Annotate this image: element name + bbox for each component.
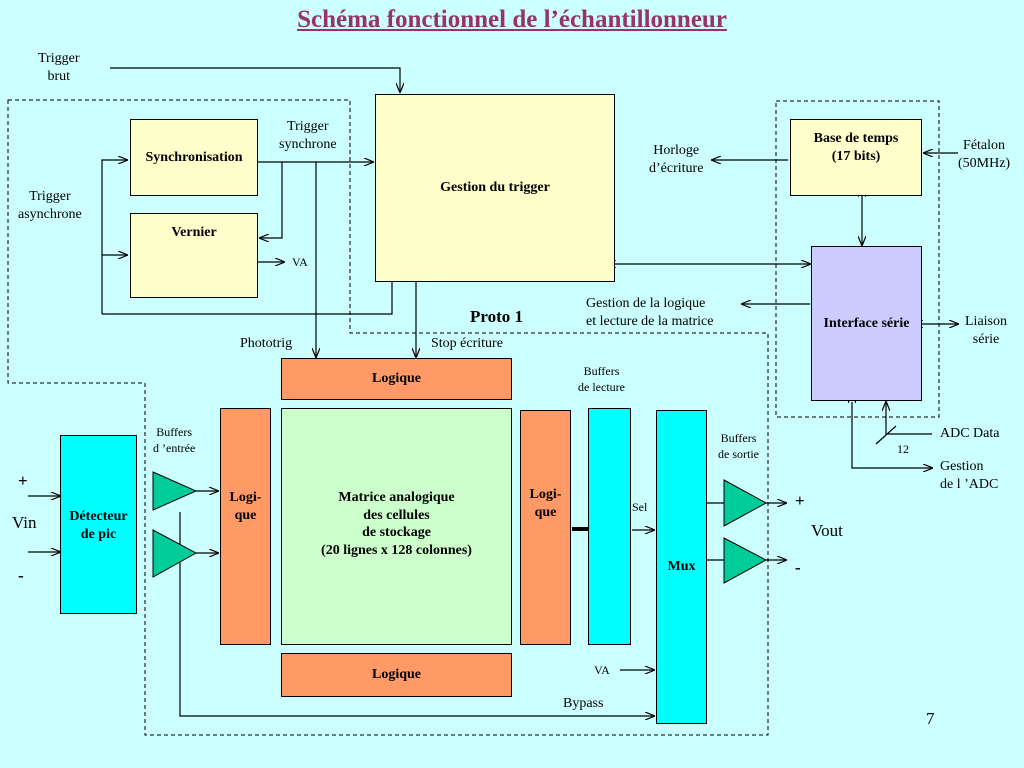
logic-top-block: Logique: [281, 358, 512, 400]
input-buffers-label: Buffers d ’entrée: [153, 425, 196, 455]
vin-plus-label: +: [18, 471, 28, 490]
vin-label: Vin: [12, 513, 37, 532]
adc-management-label: Gestion de l ’ADC: [940, 459, 999, 493]
bypass-label: Bypass: [563, 696, 604, 711]
vernier-block: Vernier: [130, 213, 258, 298]
analog-matrix-label: Matrice analogique des cellules de stock…: [321, 490, 472, 558]
trigger-management-block: Gestion du trigger: [375, 94, 615, 282]
serial-link-label: Liaison série: [965, 314, 1007, 348]
vernier-va-label: VA: [292, 255, 308, 269]
mux-va-label: VA: [594, 663, 610, 677]
trigger-asynchrone-label: Trigger asynchrone: [18, 189, 82, 223]
read-buffers-label: Buffers de lecture: [578, 364, 625, 394]
synchronisation-block: Synchronisation: [130, 119, 258, 196]
vout-plus-label: +: [795, 491, 805, 510]
page-title: Schéma fonctionnel de l’échantillonneur: [297, 6, 727, 33]
phototrig-label: Phototrig: [240, 336, 293, 351]
output-buffers-label: Buffers de sortie: [718, 431, 759, 461]
serial-interface-block: Interface série: [811, 246, 922, 401]
trigger-brut-label: Trigger brut: [38, 51, 80, 85]
analog-matrix-block: Matrice analogique des cellules de stock…: [281, 408, 512, 645]
bus-width-label: 12: [897, 442, 909, 456]
logic-right-label: Logi- que: [529, 487, 562, 520]
control-section-boundary: [7, 99, 769, 736]
page-number: 7: [926, 709, 935, 728]
peak-detector-block: Détecteur de pic: [60, 435, 137, 614]
logic-bottom-label: Logique: [371, 667, 421, 683]
proto-label: Proto 1: [470, 307, 524, 326]
stop-write-label: Stop écriture: [431, 336, 503, 351]
peak-detector-label: Détecteur de pic: [69, 509, 128, 542]
logic-management-label: Gestion de la logique et lecture de la m…: [586, 296, 714, 330]
read-buffers-block: [588, 408, 631, 645]
logic-left-block: Logi- que: [220, 408, 271, 645]
logic-right-block: Logi- que: [520, 410, 571, 645]
vout-minus-label: -: [795, 558, 801, 577]
logic-left-label: Logi- que: [229, 490, 262, 523]
vin-minus-label: -: [18, 566, 24, 585]
sel-label: Sel: [632, 500, 648, 514]
input-buffer-2: [152, 529, 198, 578]
trigger-synchrone-label: Trigger synchrone: [279, 119, 337, 153]
mux-block: Mux: [656, 410, 707, 724]
input-buffer-1: [152, 471, 198, 511]
serial-interface-label: Interface série: [823, 315, 910, 331]
output-buffer-2: [723, 537, 768, 584]
timebase-label: Base de temps (17 bits): [813, 131, 899, 164]
trigger-management-label: Gestion du trigger: [440, 180, 550, 196]
fetalon-label: Fétalon (50MHz): [958, 138, 1011, 172]
vout-label: Vout: [811, 521, 843, 540]
output-buffer-1: [723, 479, 768, 527]
logic-bottom-block: Logique: [281, 653, 512, 697]
write-clock-label: Horloge d’écriture: [649, 143, 704, 177]
logic-top-label: Logique: [371, 371, 421, 387]
adc-data-label: ADC Data: [940, 426, 1000, 441]
synchronisation-label: Synchronisation: [145, 149, 243, 165]
mux-label: Mux: [667, 559, 696, 575]
vernier-label: Vernier: [171, 225, 217, 240]
timebase-block: Base de temps (17 bits): [790, 119, 922, 196]
